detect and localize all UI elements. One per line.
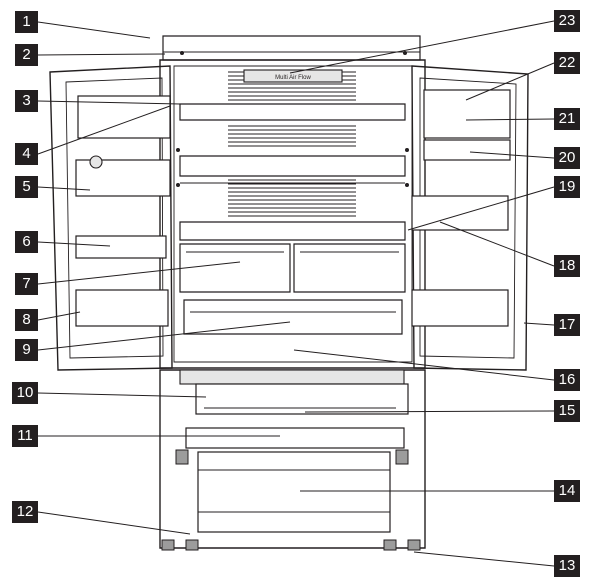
control-panel: [243, 69, 343, 83]
callout-7: 7: [15, 273, 38, 295]
callout-4: 4: [15, 143, 38, 165]
callout-17: 17: [554, 314, 580, 336]
callout-19: 19: [554, 176, 580, 198]
right-door-bin-1: [423, 89, 511, 139]
multi-air-flow-badge: Multi Air Flow: [275, 75, 311, 81]
callout-22: 22: [554, 52, 580, 74]
freezer-basket: [197, 451, 391, 533]
callout-5: 5: [15, 176, 38, 198]
shelf-3: [179, 221, 406, 241]
right-door-bin-4: [411, 289, 509, 327]
callout-2: 2: [15, 44, 38, 66]
callout-12: 12: [12, 501, 38, 523]
callout-20: 20: [554, 147, 580, 169]
crisper-drawers: [179, 243, 406, 293]
callout-6: 6: [15, 231, 38, 253]
callout-15: 15: [554, 400, 580, 422]
callout-14: 14: [554, 480, 580, 502]
callout-21: 21: [554, 108, 580, 130]
callout-23: 23: [554, 10, 580, 32]
right-door: [411, 65, 529, 371]
crisper-left: [179, 243, 291, 293]
top-cover: [162, 35, 421, 61]
right-door-bin-2: [423, 139, 511, 161]
callout-13: 13: [554, 555, 580, 577]
callout-18: 18: [554, 255, 580, 277]
air-flow-grille: [228, 71, 356, 217]
shelf-1: [179, 103, 406, 121]
left-door-bin-4: [75, 289, 169, 327]
crisper-right: [293, 243, 406, 293]
freezer-tray-upper: [195, 383, 409, 415]
deli-drawer: [183, 299, 403, 335]
freezer-tray-lower: [185, 427, 405, 449]
callout-9: 9: [15, 339, 38, 361]
callout-8: 8: [15, 309, 38, 331]
callout-11: 11: [12, 425, 38, 447]
shelves: [176, 103, 409, 241]
leader-lines: [37, 20, 555, 567]
callout-1: 1: [15, 11, 38, 33]
leveling-feet: [161, 539, 421, 551]
left-door-bin-2: [75, 159, 171, 197]
callout-3: 3: [15, 90, 38, 112]
cabinet: Multi Air Flow: [159, 59, 426, 369]
left-door-bin-3: [75, 235, 167, 259]
ice-maker-area: [179, 369, 405, 385]
shelf-2: [179, 155, 406, 177]
callout-16: 16: [554, 369, 580, 391]
freezer: [159, 369, 426, 549]
callout-10: 10: [12, 382, 38, 404]
